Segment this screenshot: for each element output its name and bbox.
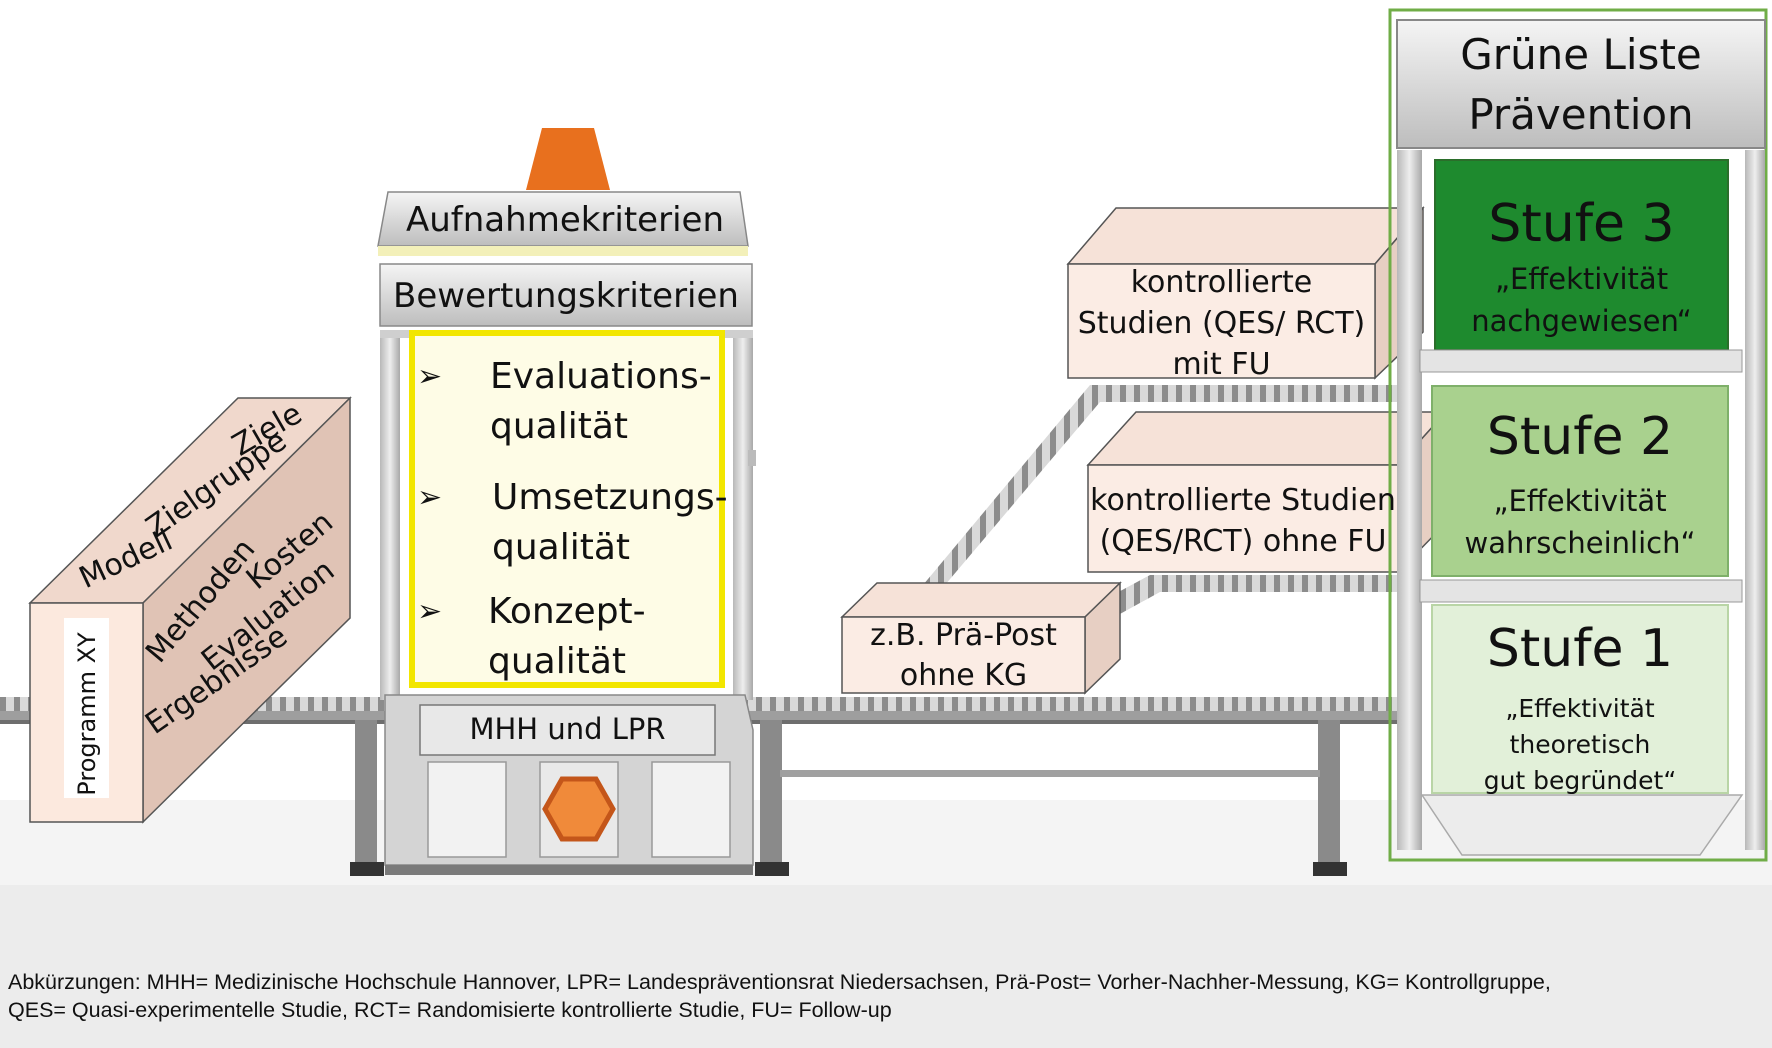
box-rct-without-fu-text: kontrollierte Studien (QES/RCT) ohne FU: [1088, 480, 1398, 562]
hexagon-icon: [542, 776, 616, 842]
shelf-title: Grüne Liste Prävention: [1397, 25, 1765, 145]
box-line: z.B. Prä-Post: [870, 618, 1057, 653]
arrow-bullet-icon: ➢: [417, 359, 443, 394]
box-line: kontrollierte Studien: [1090, 483, 1396, 518]
arrow-bullet-icon: ➢: [417, 480, 443, 515]
level-desc-line: „Effektivität theoretisch: [1505, 694, 1655, 759]
footer-background: [0, 885, 1772, 1048]
criterion-line: Evaluations-: [490, 356, 712, 397]
arrow-bullet-icon: ➢: [417, 594, 443, 629]
level-desc-line: „Effektivität: [1494, 262, 1669, 296]
level-2-panel: [1431, 385, 1729, 577]
level-3-desc: „Effektivität nachgewiesen“: [1435, 258, 1728, 342]
assessment-machine: [377, 128, 756, 875]
shelf-title-line: Prävention: [1468, 90, 1694, 139]
program-box: Programm XY Ziele Zielgruppe Modell Meth…: [28, 396, 352, 824]
criterion-line: Umsetzungs-: [492, 477, 728, 518]
level-desc-line: wahrscheinlich“: [1464, 526, 1696, 560]
level-3-title: Stufe 3: [1488, 194, 1675, 254]
criterion-line: qualität: [490, 406, 629, 447]
warning-light-icon: [526, 128, 610, 190]
green-list-shelf: [1388, 8, 1768, 862]
level-1-panel: [1431, 604, 1729, 794]
box-pre-post-text: z.B. Prä-Post ohne KG: [842, 616, 1085, 696]
box-line: mit FU: [1172, 347, 1271, 382]
level-2-desc: „Effektivität wahrscheinlich“: [1432, 480, 1728, 564]
program-label: Programm XY: [73, 632, 101, 796]
level-desc-line: gut begründet“: [1483, 766, 1677, 795]
machine-base-label: MHH und LPR: [469, 712, 666, 746]
level-2-title: Stufe 2: [1486, 407, 1674, 467]
criterion-line: Konzept-: [488, 591, 646, 632]
level-1-desc: „Effektivität theoretisch gut begründet“: [1432, 691, 1728, 799]
box-rct-with-fu-text: kontrollierte Studien (QES/ RCT) mit FU: [1068, 262, 1375, 385]
level-1-title: Stufe 1: [1486, 619, 1674, 679]
box-line: ohne KG: [899, 658, 1028, 693]
box-pre-post: [840, 581, 1122, 695]
abbreviations-line-2: QES= Quasi-experimentelle Studie, RCT= R…: [8, 998, 892, 1022]
sign-bewertungskriterien: Bewertungskriterien: [393, 276, 739, 316]
level-desc-line: nachgewiesen“: [1471, 304, 1692, 338]
level-desc-line: „Effektivität: [1493, 484, 1667, 518]
criterion-line: qualität: [492, 527, 631, 568]
box-line: kontrollierte: [1130, 265, 1313, 300]
sign-aufnahmekriterien: Aufnahmekriterien: [405, 200, 724, 240]
level-3-panel: [1434, 159, 1729, 351]
abbreviations-line-1: Abkürzungen: MHH= Medizinische Hochschul…: [8, 970, 1551, 994]
criterion-line: qualität: [488, 641, 627, 682]
box-line: Studien (QES/ RCT): [1077, 306, 1366, 341]
shelf-title-line: Grüne Liste: [1460, 30, 1702, 79]
box-line: (QES/RCT) ohne FU: [1099, 524, 1387, 559]
middle-conveyor: [1085, 575, 1400, 625]
